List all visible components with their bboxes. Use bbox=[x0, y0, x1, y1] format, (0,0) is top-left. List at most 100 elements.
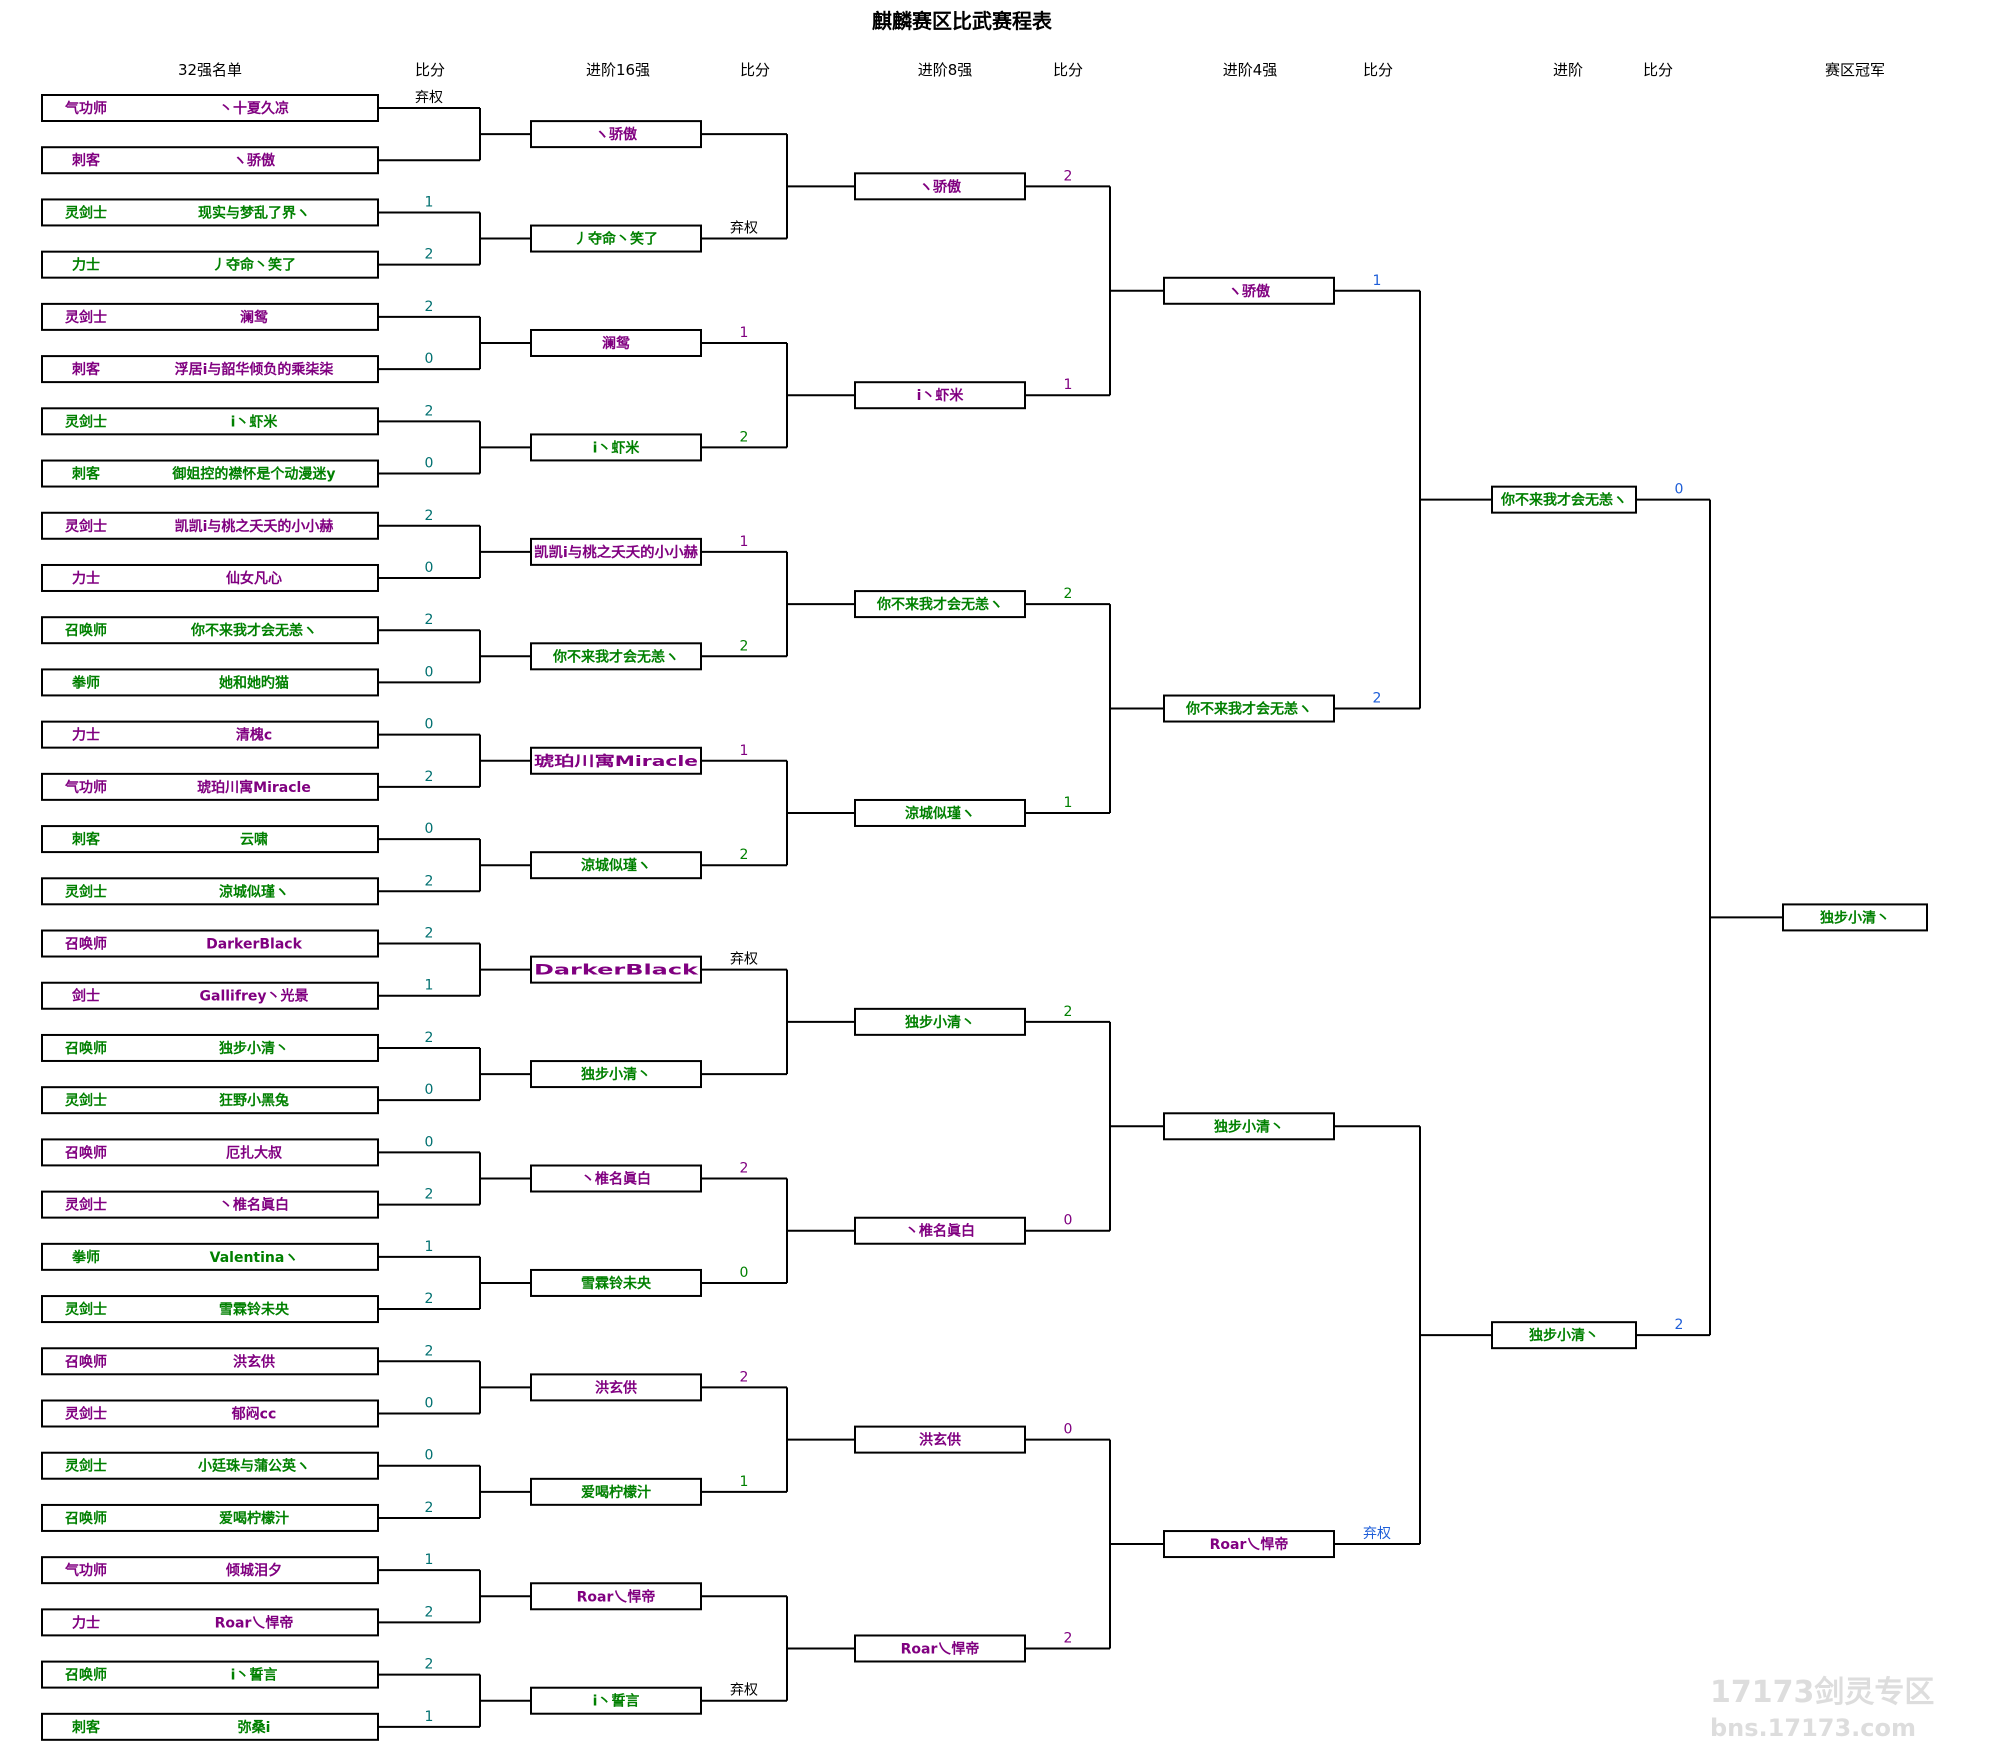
column-header: 比分 bbox=[1053, 61, 1083, 79]
player-name: 独步小清丶 bbox=[219, 1040, 289, 1057]
player-class: 刺客 bbox=[72, 831, 101, 848]
entry-box bbox=[530, 120, 702, 149]
bracket-lines bbox=[378, 107, 1783, 1728]
player-name: 洪玄供 bbox=[595, 1379, 637, 1396]
player-name: 丿夺命丶笑了 bbox=[574, 231, 658, 248]
entry-box bbox=[1163, 276, 1335, 305]
entry-box bbox=[1491, 485, 1637, 514]
score-label: 2 bbox=[740, 638, 749, 654]
player-name: i丶虾米 bbox=[917, 387, 965, 404]
player-name: 涼城似瑾ヽ bbox=[219, 883, 289, 900]
player-name: ヽ骄傲 bbox=[233, 152, 276, 169]
player-name: 丿夺命丶笑了 bbox=[212, 257, 296, 274]
column-header: 32强名单 bbox=[178, 61, 242, 79]
score-label: 0 bbox=[425, 456, 434, 472]
player-name: 倾城泪夕 bbox=[225, 1562, 282, 1579]
player-name: i丶虾米 bbox=[231, 413, 279, 430]
entry-box bbox=[854, 590, 1026, 619]
score-label: 1 bbox=[425, 194, 434, 210]
entry-box bbox=[530, 1686, 702, 1715]
score-label: 2 bbox=[1373, 691, 1382, 707]
score-label: 1 bbox=[740, 743, 749, 759]
score-label: 2 bbox=[740, 429, 749, 445]
player-name: 丶十夏久凉 bbox=[219, 100, 289, 117]
score-label: 0 bbox=[425, 1082, 434, 1098]
score-label: 0 bbox=[425, 351, 434, 367]
player-class: 力士 bbox=[72, 570, 100, 587]
player-name: 丶椎名眞白 bbox=[219, 1197, 289, 1214]
score-label: 1 bbox=[740, 325, 749, 341]
player-name: 仙女凡心 bbox=[226, 570, 282, 587]
entry-box bbox=[1163, 1530, 1335, 1559]
player-name: 丶椎名眞白 bbox=[905, 1223, 975, 1240]
score-label: 2 bbox=[425, 926, 434, 942]
entry-box bbox=[41, 929, 379, 958]
player-name: 你不来我才会无恙ヽ bbox=[552, 648, 679, 665]
player-name: ヽ骄傲 bbox=[595, 126, 638, 143]
score-label: 0 bbox=[1064, 1213, 1073, 1229]
column-header: 赛区冠军 bbox=[1825, 61, 1885, 79]
entry-box bbox=[41, 1451, 379, 1480]
player-name: 凯凯i与桃之夭夭的小小赫 bbox=[534, 544, 698, 561]
entry-box bbox=[530, 1373, 702, 1402]
entry-box bbox=[854, 381, 1026, 410]
entry-box bbox=[41, 146, 379, 175]
entry-box bbox=[41, 1242, 379, 1271]
entry-box bbox=[530, 955, 702, 984]
player-name: 弥桑i bbox=[238, 1719, 271, 1736]
score-label: 2 bbox=[1064, 1630, 1073, 1646]
score-label: 1 bbox=[1373, 273, 1382, 289]
player-name: i丶誓言 bbox=[231, 1667, 278, 1684]
player-name: 涼城似瑾ヽ bbox=[905, 805, 975, 822]
entry-box bbox=[41, 981, 379, 1010]
player-class: 气功师 bbox=[64, 100, 107, 117]
score-label: 弃权 bbox=[730, 952, 758, 968]
player-class: 力士 bbox=[72, 257, 100, 274]
entry-box bbox=[854, 1007, 1026, 1036]
player-class: 刺客 bbox=[72, 152, 101, 169]
player-name: 凯凯i与桃之夭夭的小小赫 bbox=[175, 518, 334, 535]
player-name: 现实与梦乱了界ヽ bbox=[198, 204, 310, 221]
player-class: 灵剑士 bbox=[65, 413, 107, 430]
score-label: 0 bbox=[425, 1448, 434, 1464]
player-class: 气功师 bbox=[64, 1562, 107, 1579]
column-header: 进阶 bbox=[1553, 61, 1583, 79]
player-name: 琥珀川寓Miracle bbox=[197, 779, 311, 796]
entry-box bbox=[41, 198, 379, 227]
entry-box bbox=[1163, 694, 1335, 723]
entry-box bbox=[854, 1425, 1026, 1454]
entry-box bbox=[530, 1477, 702, 1506]
player-name: 独步小清丶 bbox=[581, 1066, 651, 1083]
player-name: 你不来我才会无恙ヽ bbox=[876, 596, 1003, 613]
score-label: 0 bbox=[425, 1134, 434, 1150]
entry-box bbox=[41, 355, 379, 384]
score-label: 1 bbox=[740, 534, 749, 550]
score-label: 2 bbox=[425, 508, 434, 524]
player-class: 灵剑士 bbox=[65, 1458, 107, 1475]
score-label: 1 bbox=[425, 1709, 434, 1725]
entry-box bbox=[41, 1399, 379, 1428]
player-name: 独步小清丶 bbox=[905, 1014, 975, 1031]
entry-box bbox=[854, 1634, 1026, 1663]
column-header: 比分 bbox=[740, 61, 770, 79]
score-label: 2 bbox=[1064, 586, 1073, 602]
entry-box bbox=[41, 1190, 379, 1219]
score-label: 2 bbox=[425, 1030, 434, 1046]
column-header: 比分 bbox=[1643, 61, 1673, 79]
player-name: i丶虾米 bbox=[593, 439, 641, 456]
score-label: 2 bbox=[425, 299, 434, 315]
player-class: 力士 bbox=[72, 727, 100, 744]
player-name: 爱喝柠檬汁 bbox=[219, 1510, 289, 1527]
entry-box bbox=[41, 1347, 379, 1376]
player-class: 灵剑士 bbox=[65, 883, 107, 900]
entry-box bbox=[41, 1556, 379, 1585]
entry-box bbox=[41, 877, 379, 906]
entry-box bbox=[530, 537, 702, 566]
bracket-scores: 弃权122020202002022120021220021221弃权121212… bbox=[415, 90, 1683, 1725]
player-class: 召唤师 bbox=[65, 936, 107, 953]
score-label: 0 bbox=[1675, 482, 1684, 498]
player-class: 灵剑士 bbox=[65, 518, 107, 535]
score-label: 1 bbox=[1064, 795, 1073, 811]
entry-box bbox=[41, 407, 379, 436]
column-header: 进阶16强 bbox=[586, 61, 650, 79]
